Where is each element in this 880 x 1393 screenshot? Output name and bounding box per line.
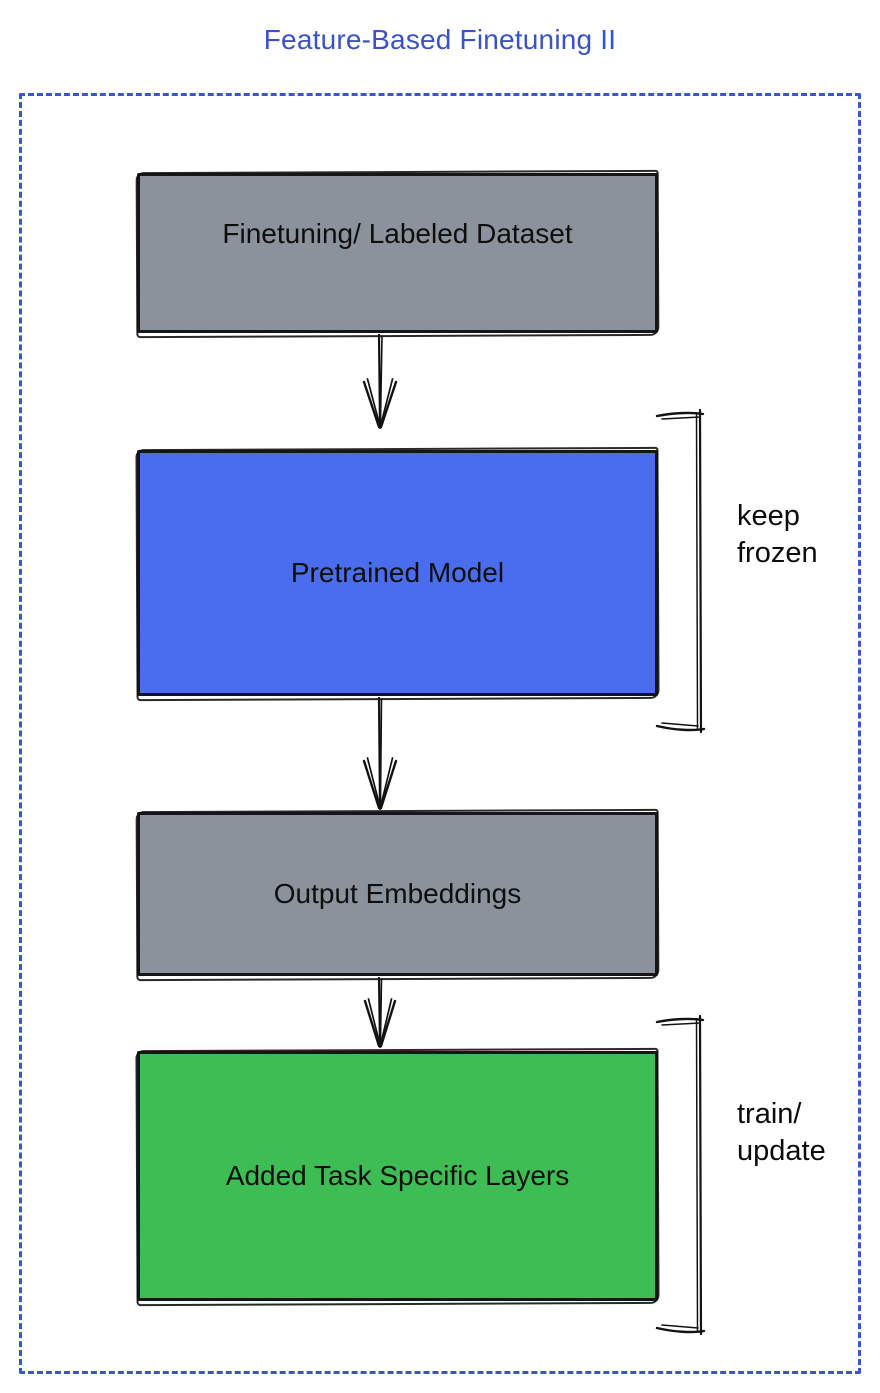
node-task-specific-layers: Added Task Specific Layers [137, 1051, 658, 1301]
annotation-keep-frozen: keep frozen [737, 498, 818, 572]
node-pretrained-model: Pretrained Model [137, 450, 658, 696]
diagram-title: Feature-Based Finetuning II [263, 24, 617, 55]
arrow-down-icon [358, 334, 402, 430]
arrow-down-icon [358, 697, 402, 811]
arrow-down-icon [358, 977, 402, 1049]
node-label: Finetuning/ Labeled Dataset [222, 218, 573, 249]
node-output-embeddings: Output Embeddings [137, 812, 658, 976]
bracket-keep-frozen-icon [652, 404, 708, 738]
node-label: Pretrained Model [290, 557, 505, 588]
annotation-line: train/ [737, 1098, 802, 1130]
node-label: Output Embeddings [273, 878, 522, 909]
annotation-line: update [737, 1135, 826, 1167]
bracket-train-update-icon [652, 1010, 708, 1340]
diagram-dashed-frame [19, 93, 861, 1374]
node-label: Added Task Specific Layers [225, 1160, 570, 1191]
annotation-line: frozen [737, 537, 818, 569]
node-finetuning-dataset: Finetuning/ Labeled Dataset [137, 173, 658, 333]
annotation-line: keep [737, 500, 800, 532]
annotation-train-update: train/ update [737, 1096, 826, 1170]
